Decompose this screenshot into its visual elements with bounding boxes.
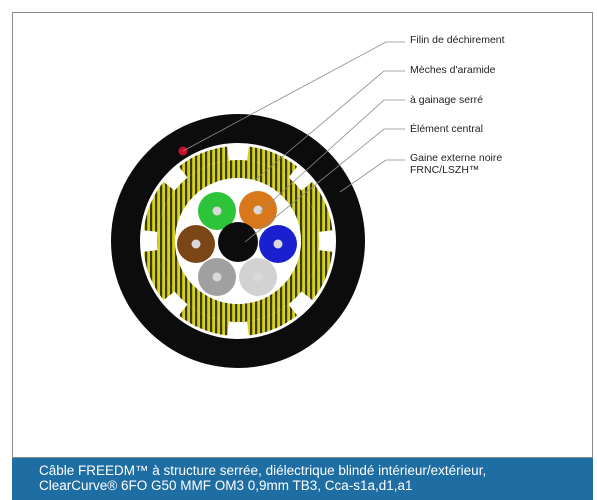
label-jacket-line1: Gaine externe noire [410, 152, 502, 164]
fiber-core [253, 205, 263, 215]
fiber-group [177, 191, 297, 296]
label-aramid: Mèches d'aramide [410, 64, 496, 76]
tight-buffer-ring [157, 160, 319, 322]
fiber-core [191, 239, 201, 249]
leader-aramid [254, 70, 405, 181]
aramid-yarn-segment [301, 250, 333, 301]
aramid-yarn-outer-ring [143, 146, 333, 336]
fiber-core [273, 239, 283, 249]
label-tight-buffer: à gainage serré [410, 94, 483, 106]
leader-jacket [339, 159, 405, 193]
caption-bar: Câble FREEDM™ à structure serrée, diélec… [12, 458, 593, 500]
caption-line2: ClearCurve® 6FO G50 MMF OM3 0,9mm TB3, C… [39, 478, 413, 493]
leader-ripcord [182, 41, 405, 152]
aramid-yarn-segment [143, 181, 175, 232]
fiber-core [253, 272, 263, 282]
leader-central [244, 128, 405, 243]
leader-lines [182, 41, 405, 243]
label-central-member: Élément central [410, 122, 483, 135]
aramid-yarn-segment [301, 181, 333, 232]
aramid-yarn-segment [247, 304, 298, 336]
aramid-yarn-segment [143, 250, 175, 301]
aramid-yarn-segment [178, 146, 229, 178]
central-member [218, 222, 258, 262]
label-ripcord: Filin de déchirement [410, 34, 505, 46]
label-jacket-line2: FRNC/LSZH™ [410, 164, 479, 176]
caption-line1: Câble FREEDM™ à structure serrée, diélec… [39, 463, 487, 478]
aramid-yarn-segment [247, 146, 298, 178]
leader-tight-buffer [259, 99, 405, 213]
fiber-core [212, 272, 222, 282]
fiber-core [212, 206, 222, 216]
aramid-yarn-segment [178, 304, 229, 336]
